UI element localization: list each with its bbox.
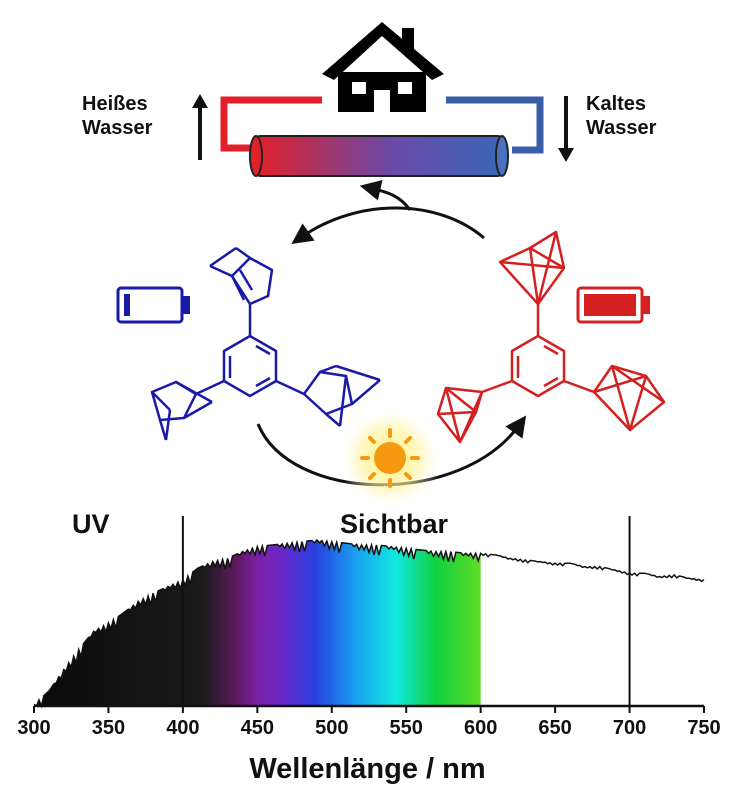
visible-region-label: Sichtbar: [340, 509, 449, 539]
battery-empty-icon: [116, 286, 190, 324]
x-axis-label: Wellenlänge / nm: [249, 753, 486, 785]
cold-water-label-line1: Kaltes: [586, 93, 647, 115]
x-tick-label-750: 750: [687, 717, 720, 739]
spectrum-area-fill: [34, 540, 481, 706]
molecule-norbornadiene: [150, 246, 381, 441]
x-tick-label-700: 700: [613, 717, 646, 739]
uv-region-label: UV: [72, 509, 110, 539]
hot-water-label: Heißes Wasser: [82, 92, 152, 140]
x-tick-label-400: 400: [166, 717, 199, 739]
arrow-up-icon: [192, 94, 208, 160]
molecule-quadricyclane: [436, 230, 666, 444]
x-tick-label-500: 500: [315, 717, 348, 739]
x-tick-label-300: 300: [17, 717, 50, 739]
x-tick-label-650: 650: [538, 717, 571, 739]
arrow-down-icon: [558, 96, 574, 162]
sun-icon: [338, 406, 442, 510]
x-tick-label-550: 550: [390, 717, 423, 739]
x-tick-label-600: 600: [464, 717, 497, 739]
hot-water-pipe: [220, 96, 322, 152]
cold-water-label-line2: Wasser: [586, 117, 657, 139]
x-tick-label-350: 350: [92, 717, 125, 739]
cold-water-pipe: [446, 96, 544, 154]
spectrum-line: [33, 538, 705, 709]
x-tick-label-450: 450: [241, 717, 274, 739]
hot-water-label-line2: Wasser: [82, 117, 153, 139]
solar-spectrum-chart: 300 350 400 450 500 550 600 650 700 750: [17, 516, 721, 739]
house-icon: [322, 22, 444, 112]
storage-tank-icon: [249, 135, 509, 177]
cold-water-label: Kaltes Wasser: [586, 92, 656, 140]
release-arrow: [291, 180, 485, 245]
battery-full-icon: [576, 286, 650, 324]
hot-water-label-line1: Heißes: [82, 93, 148, 115]
